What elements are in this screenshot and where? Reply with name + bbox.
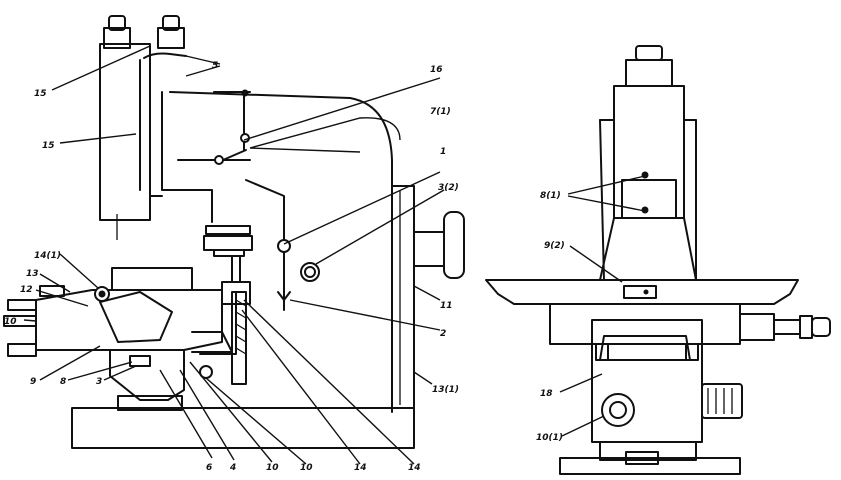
label-10: 10: [4, 317, 17, 327]
label-10-1: 10(1): [536, 433, 563, 443]
right-base: [559, 457, 741, 475]
label-14b: 14: [354, 463, 367, 473]
label-9: 9: [30, 377, 36, 387]
column-head: [613, 85, 685, 219]
spindle-housing: [99, 43, 151, 221]
feed-motor: [701, 383, 743, 419]
label-3: 3: [96, 377, 102, 387]
label-2: 2: [440, 329, 446, 339]
label-13-1: 13(1): [432, 385, 459, 395]
label-12: 12: [20, 285, 33, 295]
spindle-cap: [103, 27, 131, 49]
work-table: [111, 267, 193, 291]
label-15b: 15: [42, 141, 55, 151]
lift-screw: [231, 291, 247, 385]
label-10c: 10: [300, 463, 313, 473]
label-3-2: 3(2): [438, 183, 459, 193]
saddle: [549, 303, 741, 345]
label-7-1: 7(1): [430, 107, 451, 117]
label-11: 11: [440, 301, 453, 311]
table-side: [485, 279, 799, 305]
right-view: 8(1) 9(2) 18 10(1): [485, 45, 831, 475]
label-14c: 14: [408, 463, 421, 473]
label-9-2: 9(2): [544, 241, 565, 251]
base-plate: [71, 407, 415, 449]
left-view: 15 5 15 16 7(1) 1 3(2) 14(1) 13 12 10 9 …: [3, 15, 465, 473]
label-4: 4: [229, 463, 236, 473]
head-housing: [161, 91, 213, 223]
label-13: 13: [26, 269, 39, 279]
base-foot: [117, 395, 183, 411]
label-8-1: 8(1): [540, 191, 561, 201]
label-10b: 10: [266, 463, 279, 473]
label-8: 8: [60, 377, 66, 387]
handwheel-hub: [413, 231, 445, 267]
label-16: 16: [430, 65, 443, 75]
column-guide: [391, 185, 415, 409]
label-5: 5: [212, 61, 218, 71]
column-outline: [169, 91, 393, 413]
label-14-1: 14(1): [34, 251, 61, 261]
label-1: 1: [440, 147, 446, 157]
label-6: 6: [206, 463, 212, 473]
label-18: 18: [540, 389, 553, 399]
handwheel: [443, 211, 465, 279]
label-15: 15: [34, 89, 47, 99]
